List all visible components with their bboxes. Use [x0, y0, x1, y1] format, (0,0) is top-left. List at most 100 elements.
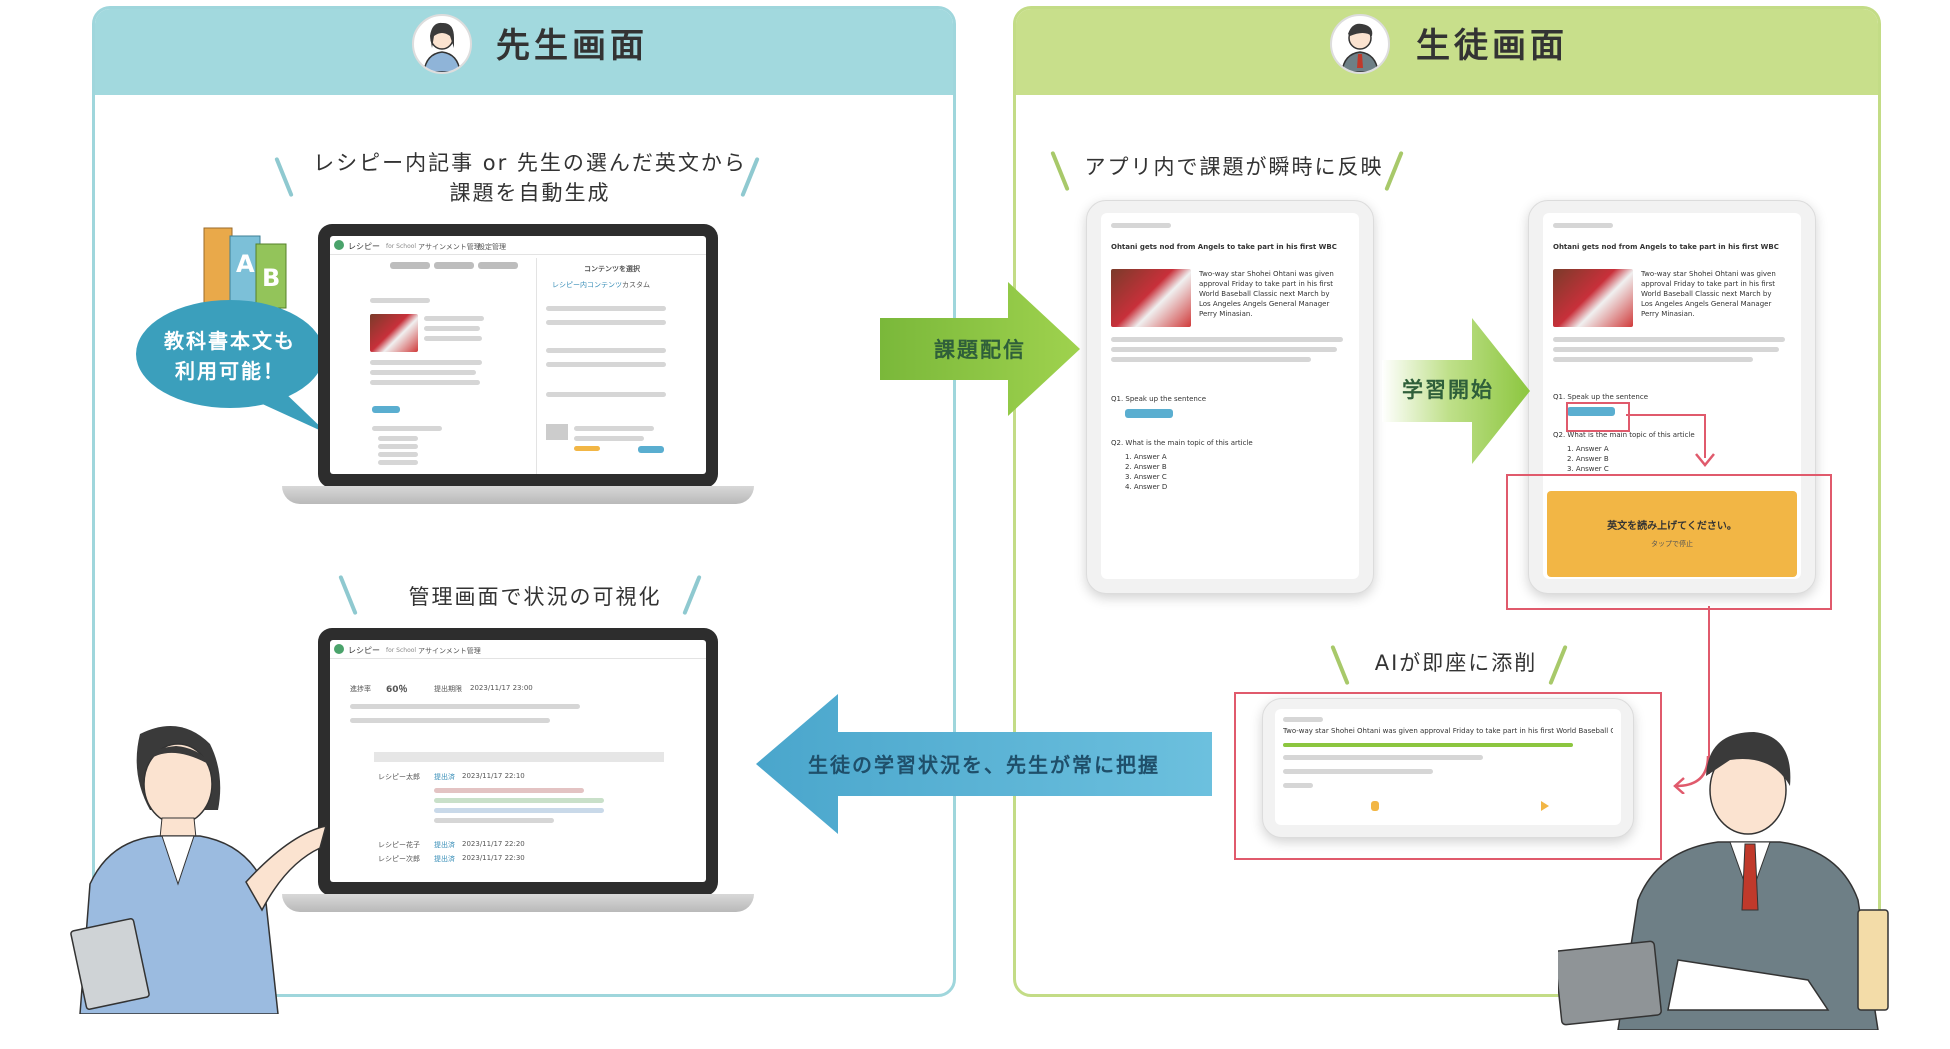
question-1: Q1. Speak up the sentence — [1553, 393, 1649, 401]
bubble-line2: 利用可能！ — [175, 359, 285, 383]
article-line — [1111, 347, 1337, 352]
student-row-name[interactable]: レシピー太郎 — [378, 773, 420, 781]
tap-to-stop-text: タップで停止 — [1651, 540, 1693, 548]
filter-line — [546, 306, 666, 311]
deadline-label: 提出期限 — [434, 685, 462, 693]
answer-line — [378, 444, 418, 449]
app-tag: for School — [386, 243, 417, 250]
feedback-arrow — [756, 694, 1212, 834]
article-body: Two-way star Shohei Ohtani was given app… — [1641, 270, 1776, 318]
header-divider — [330, 254, 706, 255]
pill-3[interactable] — [478, 262, 518, 269]
read-aloud-prompt[interactable]: 英文を読み上げてください。 タップで停止 — [1547, 491, 1797, 577]
feedback-label: 生徒の学習状況を、先生が常に把握 — [808, 753, 1160, 777]
doc-line — [424, 326, 480, 331]
correction-screen: Two-way star Shohei Ohtani was given app… — [1275, 709, 1621, 825]
pill-1[interactable] — [390, 262, 430, 269]
article-line — [1553, 357, 1753, 362]
doc-line — [370, 380, 480, 385]
student-row-status: 提出済 — [434, 773, 455, 781]
textbook-icon: A B — [198, 222, 294, 314]
tablet-screen: Ohtani gets nod from Angels to take part… — [1543, 213, 1801, 579]
student-row-name[interactable]: レシピー次郎 — [378, 855, 420, 863]
doc-line — [424, 316, 484, 321]
play-icon[interactable] — [1541, 801, 1549, 811]
student-row-name[interactable]: レシピー花子 — [378, 841, 420, 849]
teacher-laptop-dashboard: レシピー for School アサインメント管理 進捗率 60％ 提出期限 2… — [318, 628, 718, 896]
doc-line — [370, 360, 482, 365]
app-brand: レシピー — [348, 242, 380, 251]
highlight-connector — [1708, 606, 1710, 774]
auto-generate-caption-line1: レシピー内記事 or 先生の選んだ英文から — [313, 151, 747, 175]
answer-line — [378, 452, 418, 457]
student-row-status: 提出済 — [434, 841, 455, 849]
filter-line — [546, 392, 666, 397]
answer-option[interactable]: 2. Answer B — [1125, 463, 1167, 471]
tab-custom[interactable]: カスタム — [622, 281, 650, 289]
control-buttons[interactable] — [1283, 783, 1313, 788]
nav-assignment[interactable]: アサインメント管理 — [418, 647, 481, 655]
answer-option[interactable]: 3. Answer C — [1567, 465, 1609, 473]
distribute-arrow — [880, 282, 1080, 416]
nav-assignment[interactable]: アサインメント管理 — [418, 243, 481, 251]
textbook-bubble — [132, 296, 332, 436]
ai-detail-line — [434, 818, 554, 823]
article-title: Ohtani gets nod from Angels to take part… — [1111, 243, 1337, 251]
article-line — [1553, 347, 1779, 352]
teacher-avatar-icon — [412, 14, 472, 74]
teacher-laptop-assignment: レシピー for School アサインメント管理 設定管理 コンテンツを選択 … — [318, 224, 718, 488]
student-avatar-icon — [1330, 14, 1390, 74]
student-panel-header — [1016, 9, 1878, 95]
content-thumb[interactable] — [546, 424, 568, 440]
article-photo — [1111, 269, 1191, 327]
question-1: Q1. Speak up the sentence — [1111, 395, 1207, 403]
content-select-heading: コンテンツを選択 — [584, 265, 640, 273]
answer-option[interactable]: 3. Answer C — [1125, 473, 1167, 481]
filter-line — [546, 320, 666, 325]
article-photo — [370, 314, 418, 352]
textbook-bubble-text: 教科書本文も 利用可能！ — [150, 326, 310, 386]
answer-option[interactable]: 4. Answer D — [1125, 483, 1168, 491]
ai-correction-tablet: Two-way star Shohei Ohtani was given app… — [1262, 698, 1634, 838]
ai-detail-line — [434, 798, 604, 803]
speak-button[interactable] — [372, 406, 400, 413]
dashboard-screen: レシピー for School アサインメント管理 進捗率 60％ 提出期限 2… — [330, 640, 706, 882]
rating-stars — [574, 446, 600, 451]
stat-line — [350, 704, 580, 709]
answer-option[interactable]: 1. Answer A — [1125, 453, 1167, 461]
ai-detail-line — [434, 788, 584, 793]
start-learning-label: 学習開始 — [1402, 378, 1494, 402]
tablet-header-line — [1111, 223, 1171, 228]
nav-settings[interactable]: 設定管理 — [478, 243, 506, 251]
doc-line — [370, 298, 430, 303]
ai-correction-caption: AIが即座に添削 — [1374, 651, 1538, 675]
progress-label: 進捗率 — [350, 685, 371, 693]
correction-header-line — [1283, 717, 1323, 722]
answer-option[interactable]: 1. Answer A — [1567, 445, 1609, 453]
record-button[interactable] — [1125, 409, 1173, 418]
record-button-highlight — [1566, 402, 1630, 432]
score-bar — [1283, 743, 1573, 747]
svg-text:A: A — [236, 250, 255, 278]
laptop-screen-content: レシピー for School アサインメント管理 設定管理 コンテンツを選択 … — [330, 236, 706, 474]
student-tablet-learning: Ohtani gets nod from Angels to take part… — [1528, 200, 1816, 594]
panel-divider — [536, 258, 537, 474]
record-button[interactable] — [1567, 407, 1615, 416]
microphone-icon[interactable] — [1371, 801, 1379, 811]
answer-line — [378, 436, 418, 441]
select-content-button[interactable] — [638, 446, 664, 453]
pill-2[interactable] — [434, 262, 474, 269]
table-header — [374, 752, 664, 762]
read-aloud-text: 英文を読み上げてください。 — [1607, 521, 1737, 532]
feedback-line — [1283, 755, 1483, 760]
laptop-base — [282, 486, 754, 504]
tablet-screen: Ohtani gets nod from Angels to take part… — [1101, 213, 1359, 579]
feedback-line — [1283, 769, 1433, 774]
app-tag: for School — [386, 647, 417, 654]
question-2: Q2. What is the main topic of this artic… — [1553, 431, 1695, 439]
article-title: Ohtani gets nod from Angels to take part… — [1553, 243, 1779, 251]
curved-arrow-icon — [1672, 755, 1710, 795]
answer-option[interactable]: 2. Answer B — [1567, 455, 1609, 463]
student-tablet-assignment: Ohtani gets nod from Angels to take part… — [1086, 200, 1374, 594]
tab-recipe-content[interactable]: レシピー内コンテンツ — [552, 281, 622, 289]
